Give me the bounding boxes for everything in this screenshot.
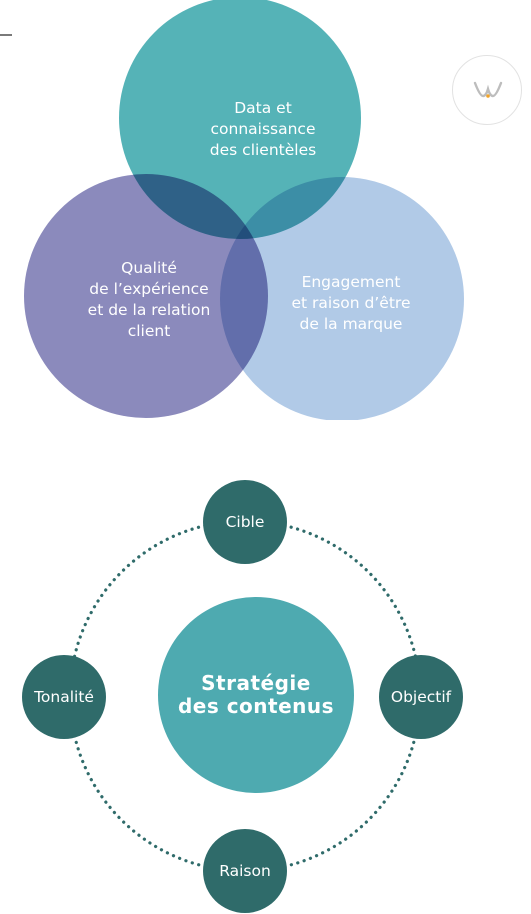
venn-label-data-line2: connaissance [210, 120, 316, 138]
venn-label-engagement-line3: de la marque [299, 315, 403, 333]
top-divider [0, 34, 12, 36]
venn-label-quality-line2: de l’expérience [89, 280, 209, 298]
node-cible-label: Cible [225, 513, 265, 531]
node-raison-label: Raison [219, 862, 271, 880]
w-monogram-icon [473, 81, 503, 98]
venn-label-engagement: Engagement et raison d’être de la marque [262, 272, 440, 335]
venn-circle-quality [24, 174, 268, 418]
node-objectif-label: Objectif [390, 688, 452, 706]
node-tonalite: Tonalité [22, 655, 106, 739]
node-cible: Cible [203, 480, 287, 564]
center-strategy-circle: Stratégie des contenus [158, 597, 354, 793]
node-raison: Raison [203, 829, 287, 913]
venn-label-quality: Qualité de l’expérience et de la relatio… [60, 258, 238, 342]
venn-label-engagement-line2: et raison d’être [291, 294, 411, 312]
venn-label-data-line3: des clientèles [209, 141, 317, 159]
venn-circle-engagement [220, 177, 464, 420]
center-label-line2: des contenus [177, 694, 335, 718]
venn-label-data: Data et connaissance des clientèles [183, 98, 343, 161]
venn-label-engagement-line1: Engagement [301, 273, 401, 291]
venn-label-quality-line4: client [127, 322, 171, 340]
node-tonalite-label: Tonalité [34, 688, 94, 706]
venn-label-data-line1: Data et [234, 99, 292, 117]
venn-label-quality-line3: et de la relation [87, 301, 211, 319]
venn-label-quality-line1: Qualité [121, 259, 177, 277]
brand-logo [452, 55, 522, 125]
center-label-line1: Stratégie [201, 671, 311, 695]
node-objectif: Objectif [379, 655, 463, 739]
logo-wordmark [453, 97, 521, 101]
venn-diagram [24, 0, 464, 420]
